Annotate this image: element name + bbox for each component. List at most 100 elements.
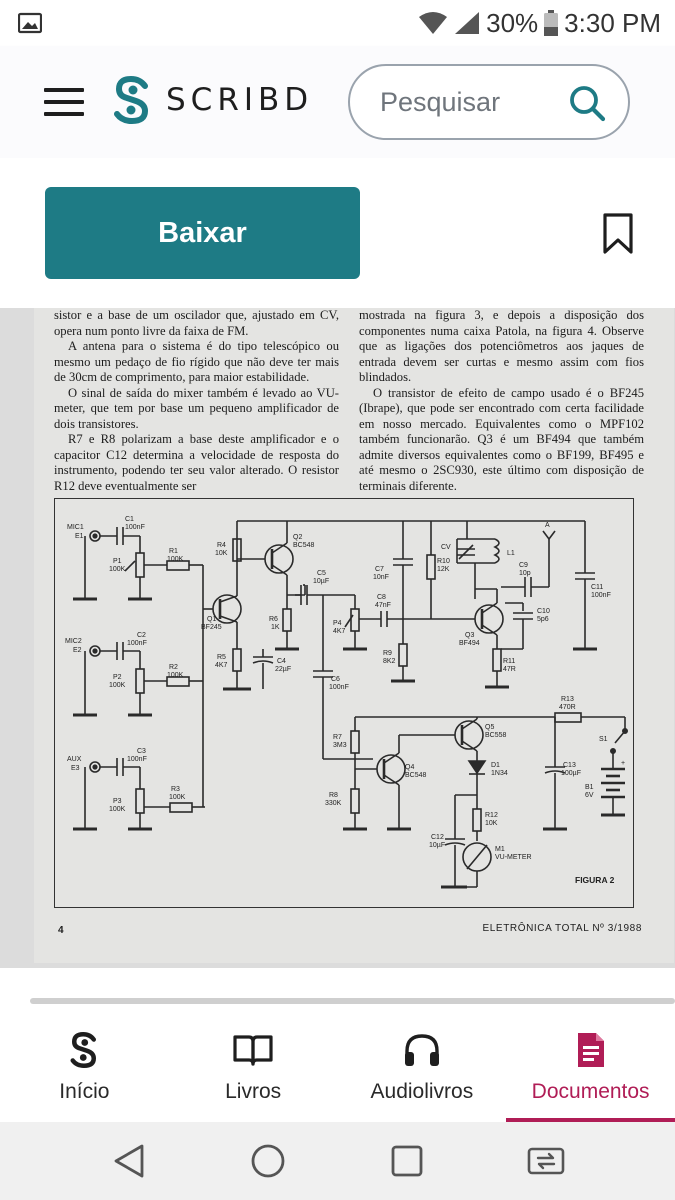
rotate-screen-icon	[527, 1147, 564, 1175]
schematic-label: 100K	[167, 556, 184, 563]
schematic-label: R6	[269, 616, 278, 623]
bottom-tab-bar: Início Livros Audiolivros Documentos	[0, 1008, 675, 1122]
back-button[interactable]	[99, 1131, 159, 1191]
schematic-label: 10µF	[313, 578, 329, 585]
schematic-label: R10	[437, 558, 450, 565]
paragraph: R7 e R8 polarizam a base deste amplifica…	[54, 432, 339, 493]
schematic-label: E1	[75, 533, 84, 540]
schematic-label: R11	[503, 658, 515, 665]
search-input[interactable]	[380, 86, 570, 118]
scribd-logo-icon	[70, 1032, 97, 1068]
schematic-label: 10K	[215, 550, 228, 557]
schematic-label: CV	[441, 544, 451, 551]
text-column-right: mostrada na figura 3, e depois a disposi…	[359, 308, 644, 494]
schematic-label: C6	[331, 676, 340, 683]
schematic-label: E3	[71, 765, 80, 772]
document-viewer[interactable]: sistor e a base de um oscilador que, aju…	[0, 308, 675, 968]
schematic-label: Q5	[485, 724, 494, 731]
tab-label: Audiolivros	[370, 1080, 474, 1103]
download-button[interactable]: Baixar	[45, 187, 360, 279]
schematic-label: 47R	[503, 666, 516, 673]
schematic-label: C13	[563, 762, 576, 769]
battery-icon	[544, 10, 559, 36]
schematic-label: 4K7	[333, 628, 346, 635]
schematic-label: 10p	[519, 570, 531, 577]
search-box[interactable]	[348, 64, 630, 140]
recents-button[interactable]	[377, 1131, 437, 1191]
schematic-label: D1	[491, 762, 500, 769]
schematic-label: 10K	[485, 820, 498, 827]
scribd-logo-icon	[114, 76, 149, 124]
schematic-label: P1	[113, 558, 122, 565]
schematic-label: R12	[485, 812, 498, 819]
schematic-label: C12	[431, 834, 444, 841]
paragraph: A antena para o sistema é do tipo telesc…	[54, 339, 339, 384]
screen-rotate-button[interactable]	[516, 1131, 576, 1191]
bookmark-icon[interactable]	[602, 212, 634, 256]
schematic-label: 1N34	[491, 770, 508, 777]
tab-label: Documentos	[531, 1080, 650, 1103]
schematic-label: 470R	[559, 704, 576, 711]
schematic-label: Q1	[207, 616, 216, 623]
home-button[interactable]	[238, 1131, 298, 1191]
document-icon	[577, 1033, 604, 1067]
home-circle-icon	[251, 1144, 285, 1178]
schematic-label: 4K7	[215, 662, 228, 669]
hamburger-menu-icon[interactable]	[44, 88, 84, 116]
schematic-label: BC558	[485, 732, 507, 739]
schematic-label: 5p6	[537, 616, 549, 623]
schematic-label: C5	[317, 570, 326, 577]
tab-livros[interactable]: Livros	[169, 1008, 338, 1122]
schematic-label: 100K	[109, 566, 126, 573]
divider	[30, 998, 675, 1004]
text-column-left: sistor e a base de um oscilador que, aju…	[54, 308, 339, 494]
schematic-label: 100nF	[591, 592, 611, 599]
headphones-icon	[404, 1034, 439, 1066]
schematic-label: BF494	[459, 640, 480, 647]
schematic-label: R13	[561, 696, 574, 703]
tab-inicio[interactable]: Início	[0, 1008, 169, 1122]
schematic-label: Q4	[405, 764, 414, 771]
schematic-label: 100nF	[127, 640, 147, 647]
signal-icon	[455, 12, 480, 34]
schematic-label: C8	[377, 594, 386, 601]
schematic-label: BF245	[201, 624, 222, 631]
image-notification-icon	[18, 12, 42, 34]
paragraph: mostrada na figura 3, e depois a disposi…	[359, 308, 644, 384]
schematic-label: 6V	[585, 792, 594, 799]
app-header: SCRIBD	[0, 46, 675, 158]
schematic-label: R1	[169, 548, 178, 555]
scribd-logo[interactable]: SCRIBD	[112, 76, 313, 124]
search-icon[interactable]	[568, 84, 606, 122]
battery-percent: 30%	[486, 7, 539, 38]
schematic-label: VU-METER	[495, 854, 532, 861]
document-page: sistor e a base de um oscilador que, aju…	[34, 308, 674, 963]
schematic-label: 100K	[169, 794, 186, 801]
schematic-label: R3	[171, 786, 180, 793]
schematic-label: 1K	[271, 624, 280, 631]
schematic-label: 100µF	[561, 770, 581, 777]
schematic-label: R7	[333, 734, 342, 741]
schematic-label: 330K	[325, 800, 342, 807]
system-navigation-bar	[0, 1122, 675, 1200]
schematic-label: R5	[217, 654, 226, 661]
schematic-label: BC548	[405, 772, 427, 779]
schematic-label: +	[621, 760, 625, 767]
schematic-label: C9	[519, 562, 528, 569]
tab-label: Início	[59, 1080, 110, 1103]
schematic-label: 10nF	[373, 574, 389, 581]
schematic-label: Q2	[293, 534, 302, 541]
schematic-label: L1	[507, 550, 515, 557]
schematic-label: 100nF	[329, 684, 349, 691]
schematic-label: 3M3	[333, 742, 347, 749]
schematic-label: 22µF	[275, 666, 291, 673]
schematic-label: A	[545, 522, 550, 529]
schematic-drawing: MIC1 E1 C1 100nF P1 100K R1 100K MIC2 E2…	[65, 516, 628, 889]
text-columns: sistor e a base de um oscilador que, aju…	[54, 308, 644, 494]
book-icon	[233, 1035, 273, 1066]
tab-documentos[interactable]: Documentos	[506, 1008, 675, 1122]
tab-label: Livros	[225, 1080, 282, 1103]
paragraph: O sinal de saída do mixer também é levad…	[54, 385, 339, 431]
tab-audiolivros[interactable]: Audiolivros	[338, 1008, 507, 1122]
schematic-label: 12K	[437, 566, 450, 573]
